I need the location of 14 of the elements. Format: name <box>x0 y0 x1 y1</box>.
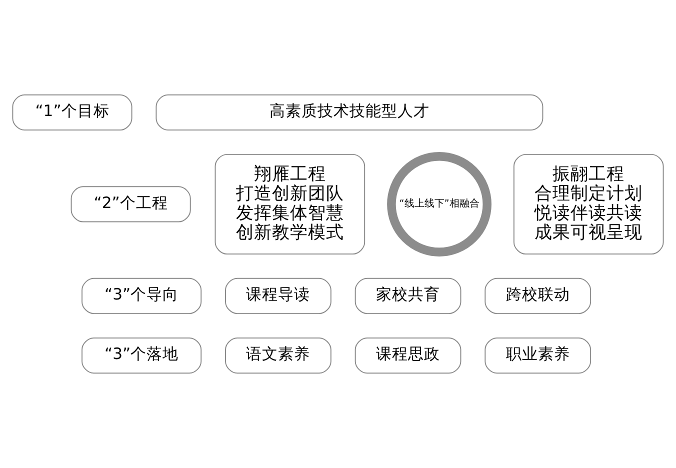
node-box: 振翮工程 合理制定计划 悦读伴读共读 成果可视呈现 <box>513 154 664 254</box>
node-box: 翔雁工程 打造创新团队 发挥集体智慧 创新教学模式 <box>214 154 366 254</box>
node-box: “2”个工程 <box>70 186 191 222</box>
node-box: 课程导读 <box>225 278 332 314</box>
node-box: 语文素养 <box>225 337 332 374</box>
node-box: 职业素养 <box>484 337 592 374</box>
node-box: 高素质技术技能型人才 <box>156 94 544 131</box>
node-box: “1”个目标 <box>12 94 132 131</box>
node-circle: “线上线下”相融合 <box>387 152 492 256</box>
node-box: 家校共育 <box>354 278 462 314</box>
node-box: 课程思政 <box>354 337 462 374</box>
node-box: “3”个导向 <box>82 278 202 314</box>
node-box: “3”个落地 <box>82 337 202 374</box>
node-box: 跨校联动 <box>484 278 592 314</box>
